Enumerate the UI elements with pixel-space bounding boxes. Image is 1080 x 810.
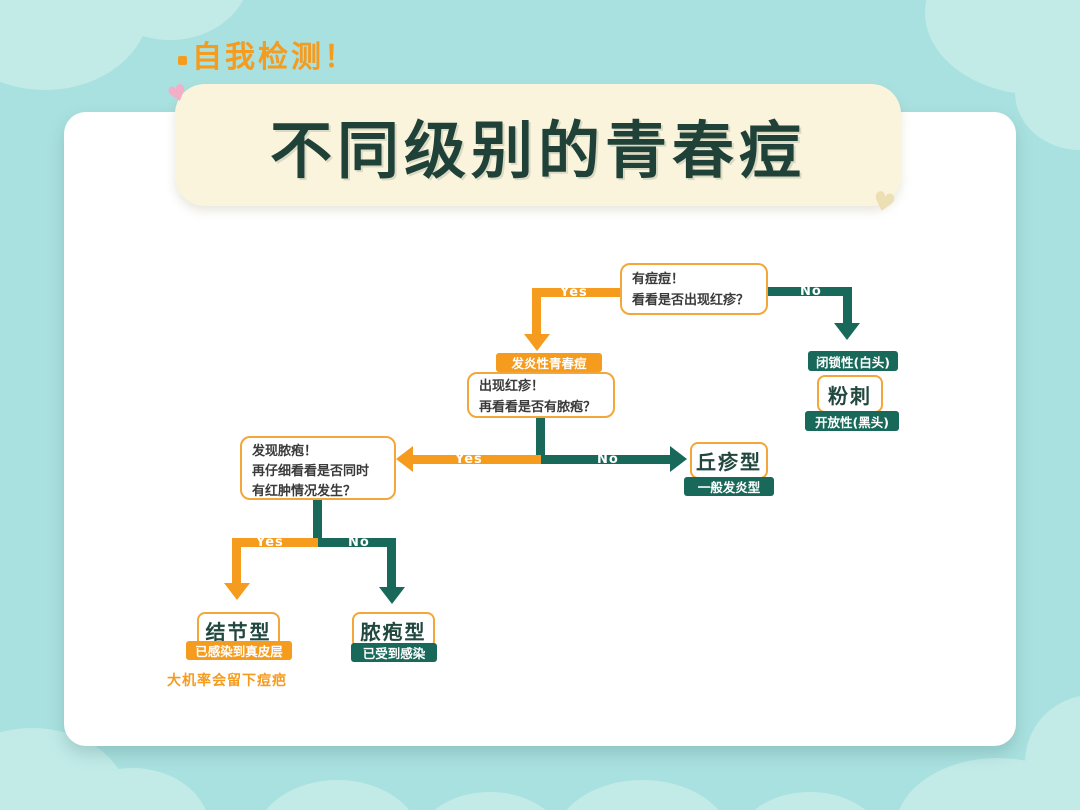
eyebrow-text: 自我检测！ [192,40,357,75]
title-banner: 不同级别的青春痘 [175,84,901,206]
flow-line [532,288,541,336]
flow-line [318,538,396,547]
result-box-comedone: 粉刺 [817,375,883,413]
eyebrow-bullet-decoration [178,56,187,65]
flow-line [536,418,545,464]
page-title: 不同级别的青春痘 [269,114,806,187]
cloud-decoration [555,780,730,810]
flow-line [387,538,396,589]
question-line: 发现脓疱！ [252,444,318,459]
arrow-left-icon [396,446,413,472]
tag-inflammatory-acne: 发炎性青春痘 [496,353,602,372]
question-line: 再仔细看看是否同时 [252,464,370,480]
question-box-has-acne: 有痘痘！ 看看是否出现红疹？ [620,263,768,315]
arrow-down-icon [834,323,860,340]
question-line: 看看是否出现红疹？ [632,292,750,308]
tag-pustule: 已受到感染 [351,643,437,662]
cloud-decoration [735,792,885,810]
no-label: No [597,452,619,467]
yes-label: Yes [256,535,284,550]
nodule-scar-note: 大机率会留下痘疤 [167,673,287,689]
cloud-decoration [255,780,420,810]
question-box-red-rash: 出现红疹！ 再看看是否有脓疱？ [467,372,615,418]
flow-line [768,287,852,296]
tag-closed-whitehead: 闭锁性(白头) [808,351,898,371]
flow-line [843,287,852,325]
result-box-papule: 丘疹型 [690,442,768,479]
yes-label: Yes [455,452,483,467]
question-line: 有红肿情况发生？ [252,484,357,500]
arrow-down-icon [524,334,550,351]
no-label: No [800,284,822,299]
arrow-right-icon [670,446,687,472]
arrow-down-icon [379,587,405,604]
question-line: 有痘痘！ [632,272,685,287]
result-box-pustule: 脓疱型 [352,612,435,649]
flow-line [232,538,318,547]
flow-line [541,455,670,464]
no-label: No [348,535,370,550]
arrow-down-icon [224,583,250,600]
flow-line [232,538,241,585]
cloud-decoration [415,792,565,810]
question-box-pustule: 发现脓疱！ 再仔细看看是否同时 有红肿情况发生？ [240,436,396,500]
tag-papule: 一般发炎型 [684,477,774,496]
question-line: 出现红疹！ [479,379,545,394]
cloud-decoration [1025,695,1080,810]
flow-line [313,500,322,540]
question-line: 再看看是否有脓疱？ [479,399,597,415]
flow-line [410,455,541,464]
tag-nodule: 已感染到真皮层 [186,641,292,660]
tag-open-blackhead: 开放性(黑头) [805,411,899,431]
flow-line [537,288,620,297]
yes-label: Yes [560,285,588,300]
